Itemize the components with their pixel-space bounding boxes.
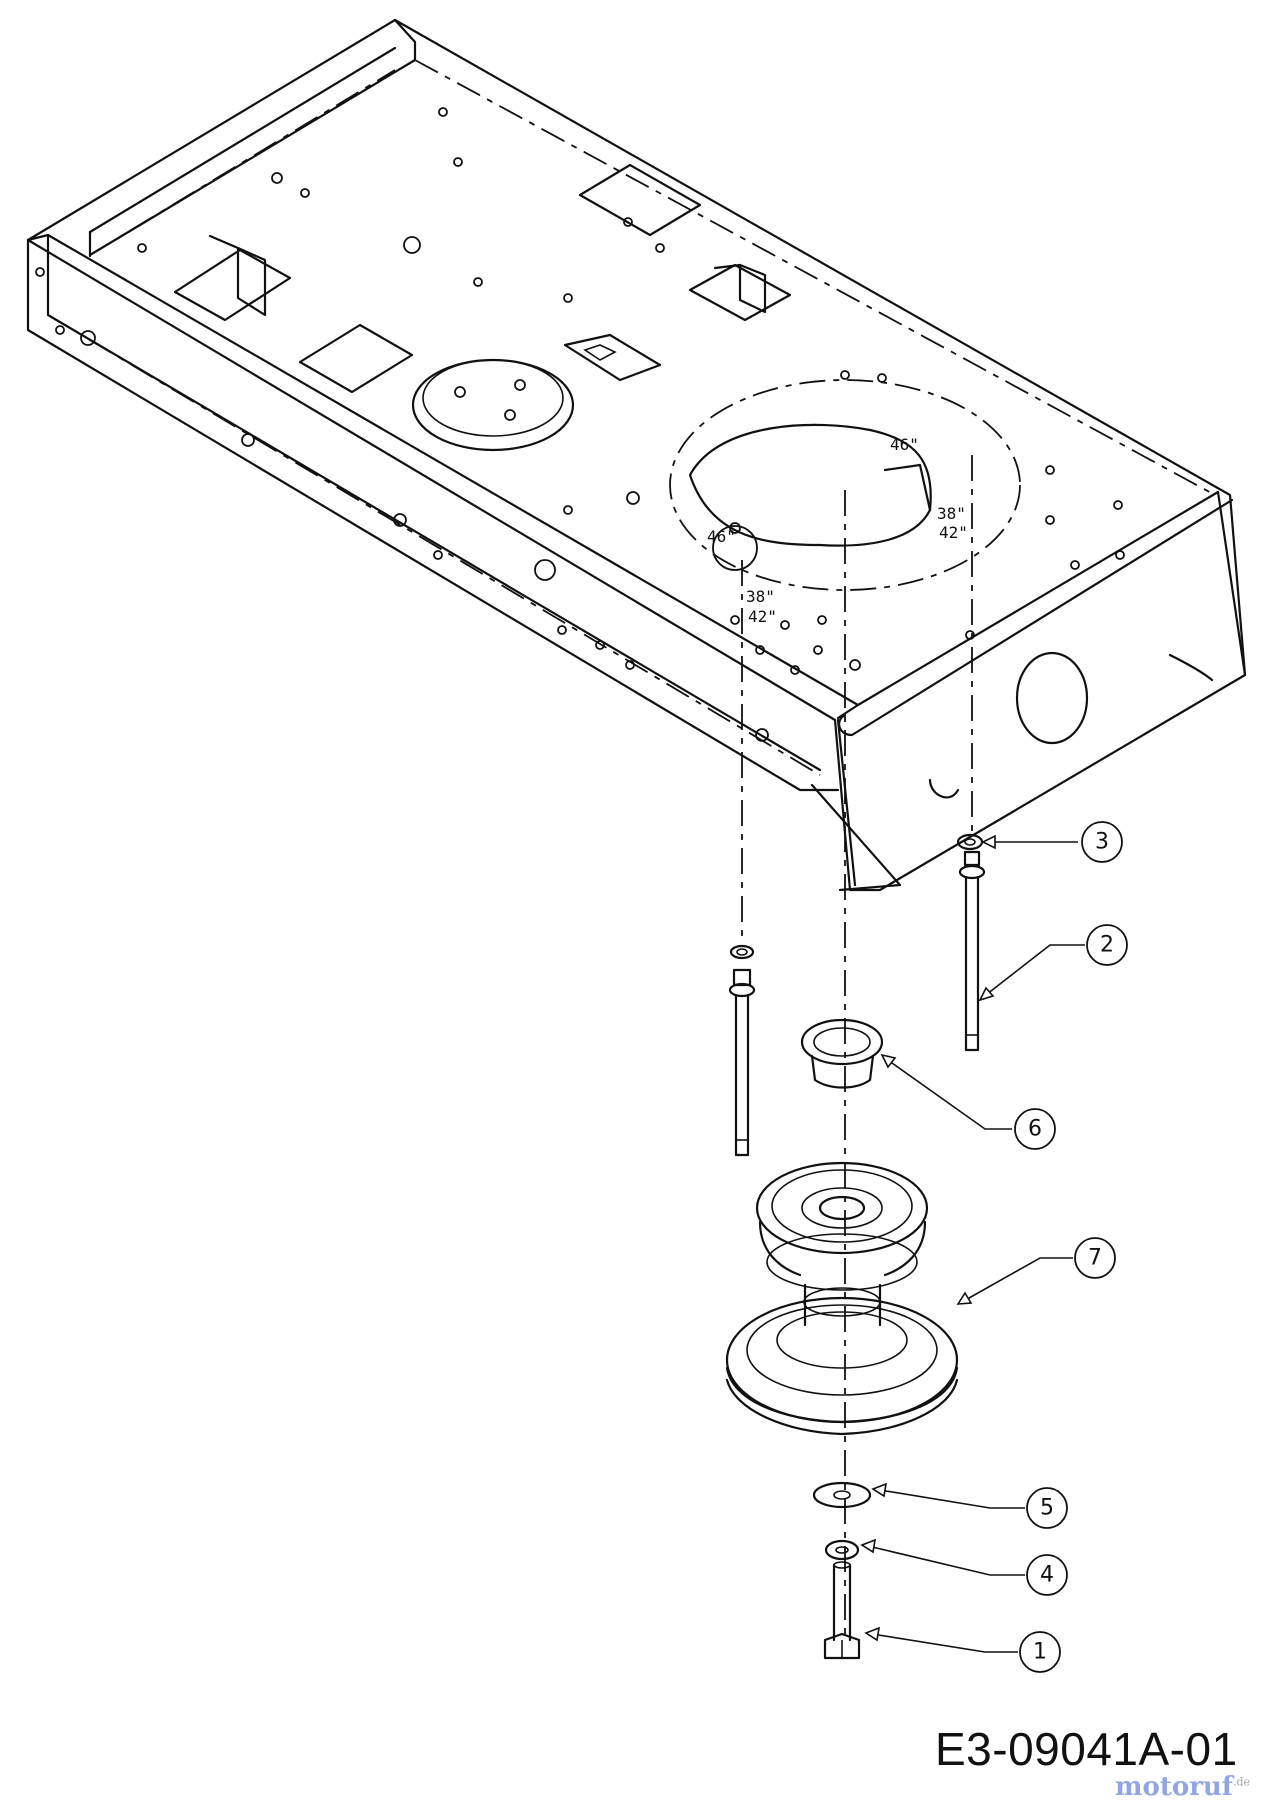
bushing bbox=[800, 1018, 884, 1089]
watermark-text: motoruf bbox=[1115, 1772, 1233, 1802]
bolt bbox=[823, 1561, 861, 1660]
dim-label-left-38: 38" bbox=[746, 587, 775, 606]
callout-4-number: 4 bbox=[1040, 1563, 1054, 1588]
callout-6: 6 bbox=[1014, 1108, 1056, 1150]
callout-7: 7 bbox=[1074, 1237, 1116, 1279]
drawing-code-label: E3-09041A-01 bbox=[935, 1723, 1238, 1775]
double-pulley bbox=[725, 1161, 959, 1436]
callout-7-number: 7 bbox=[1088, 1246, 1102, 1271]
callout-5-number: 5 bbox=[1040, 1496, 1054, 1521]
dim-label-left-46: 46" bbox=[707, 527, 736, 546]
callout-2-number: 2 bbox=[1100, 933, 1114, 958]
dim-label-right-42: 42" bbox=[939, 523, 968, 542]
watermark-suffix: .de bbox=[1233, 1775, 1251, 1789]
callout-leaders bbox=[860, 834, 1085, 1653]
right-shoulder-shaft bbox=[958, 850, 986, 1052]
flat-washer bbox=[812, 1481, 872, 1509]
callout-3-number: 3 bbox=[1095, 830, 1109, 855]
watermark-logo: motoruf.de bbox=[1115, 1772, 1250, 1802]
dim-label-right-46: 46" bbox=[890, 435, 919, 454]
callout-5: 5 bbox=[1026, 1487, 1068, 1529]
dim-label-left-42: 42" bbox=[748, 607, 777, 626]
lock-washer bbox=[824, 1539, 860, 1561]
callout-3: 3 bbox=[1081, 821, 1123, 863]
callout-1: 1 bbox=[1019, 1631, 1061, 1673]
frame-plate bbox=[26, 18, 1247, 892]
callout-6-number: 6 bbox=[1028, 1117, 1042, 1142]
dim-label-right-38: 38" bbox=[937, 504, 966, 523]
callout-2: 2 bbox=[1086, 924, 1128, 966]
callout-4: 4 bbox=[1026, 1554, 1068, 1596]
callout-1-number: 1 bbox=[1033, 1640, 1047, 1665]
left-shoulder-shaft bbox=[728, 944, 756, 1157]
